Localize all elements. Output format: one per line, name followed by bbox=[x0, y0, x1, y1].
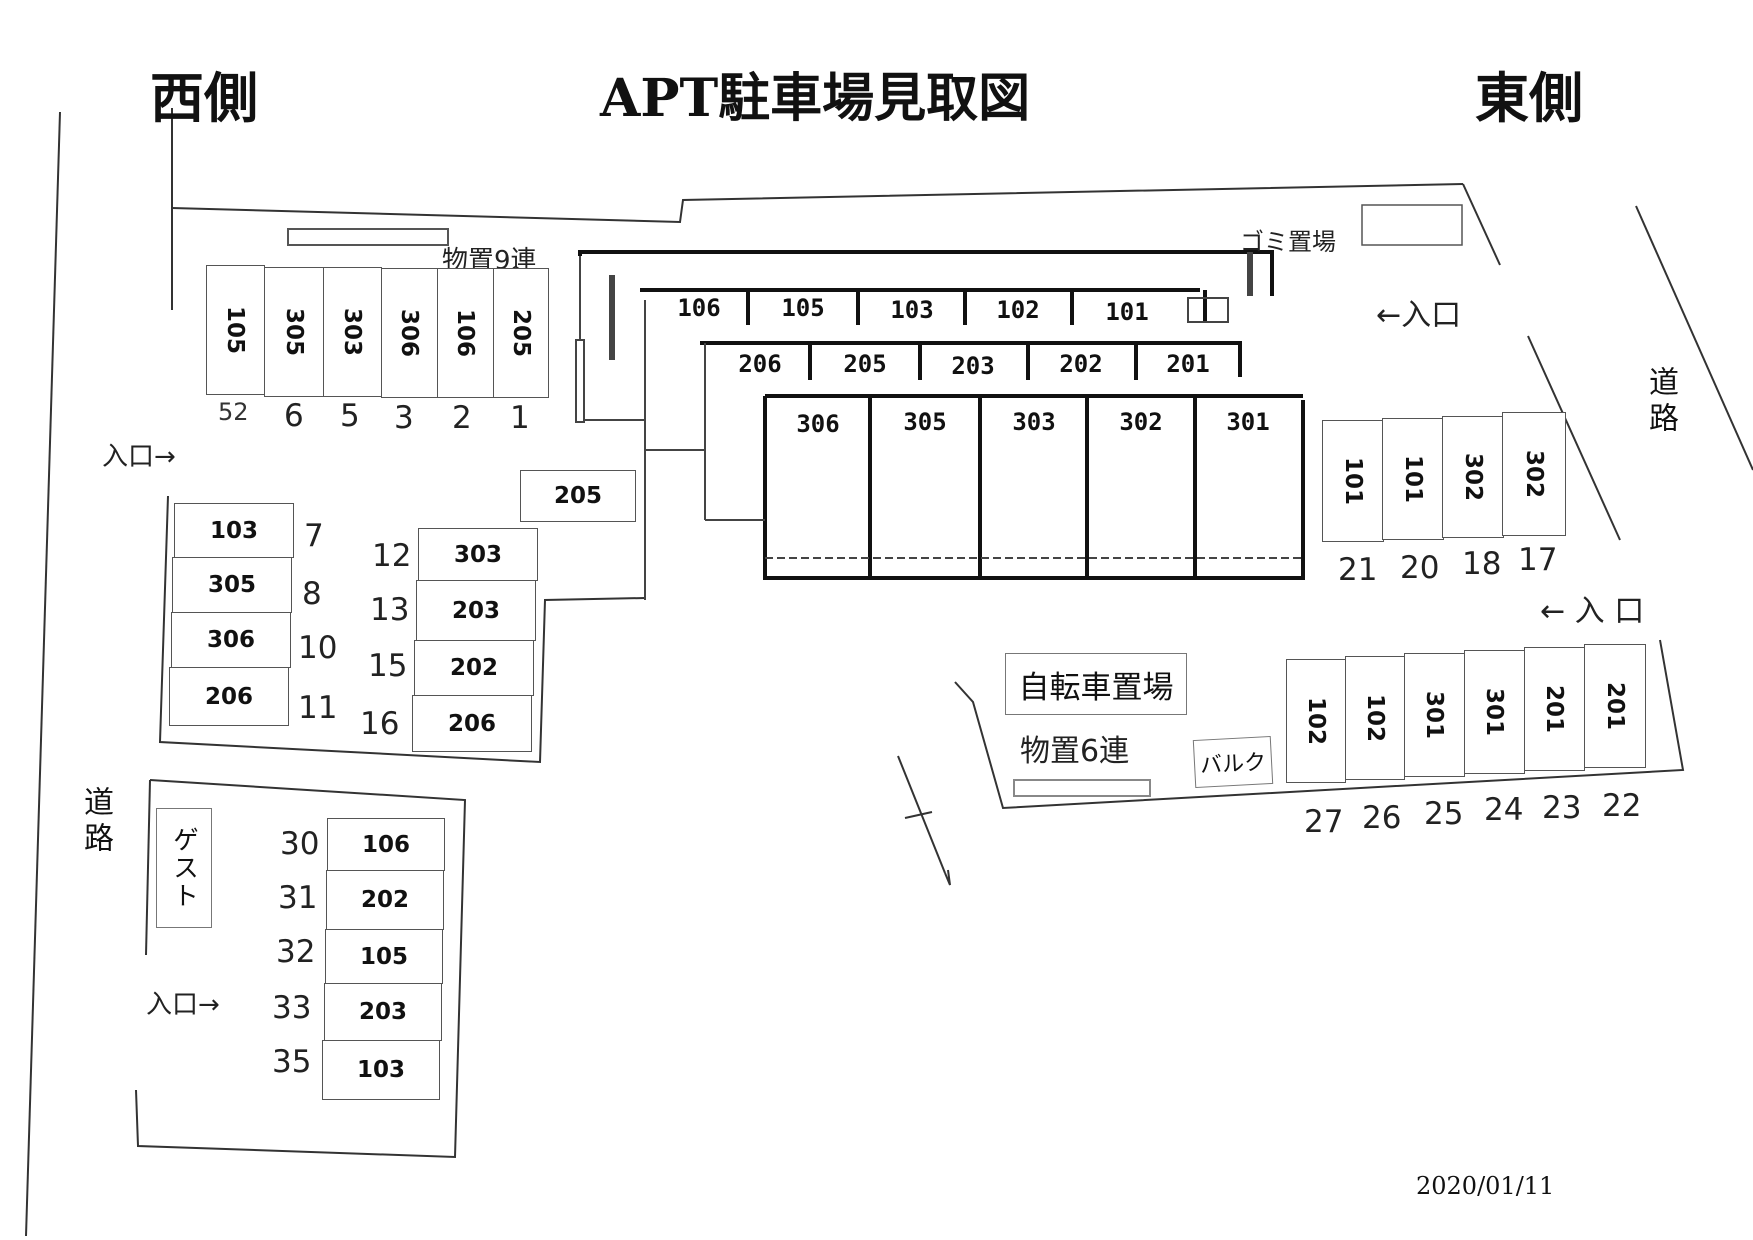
stall-number: 5 bbox=[340, 398, 360, 434]
storage-6-label: 物置6連 bbox=[1020, 734, 1130, 769]
stall-number: 12 bbox=[372, 538, 412, 574]
road-label-east: 道路 bbox=[1643, 366, 1678, 438]
stall-30: 106 bbox=[327, 818, 445, 871]
stall-13: 203 bbox=[416, 580, 536, 641]
stall-24: 301 bbox=[1464, 650, 1525, 774]
stall-number: 8 bbox=[302, 576, 322, 612]
unit-102: 102 bbox=[996, 296, 1040, 324]
unit-203: 203 bbox=[951, 352, 995, 380]
stall-11: 206 bbox=[169, 667, 289, 726]
stall-25: 301 bbox=[1404, 653, 1465, 777]
unit-202: 202 bbox=[1059, 350, 1103, 378]
unit-205: 205 bbox=[843, 350, 887, 378]
bicycle-parking: 自転車置場 bbox=[1005, 653, 1187, 715]
unit-306: 306 bbox=[796, 410, 840, 438]
stall-5: 303 bbox=[323, 267, 382, 397]
stall-number: 24 bbox=[1484, 792, 1524, 828]
balcony-label: バルク bbox=[1199, 750, 1267, 779]
stall-20: 101 bbox=[1382, 418, 1444, 540]
bicycle-parking-label: 自転車置場 bbox=[1018, 669, 1174, 706]
stall-32: 105 bbox=[325, 929, 443, 984]
stall-31: 202 bbox=[326, 870, 444, 930]
stall-number: 2 bbox=[452, 400, 472, 436]
unit-301: 301 bbox=[1226, 408, 1270, 436]
east-side-heading: 東側 bbox=[1475, 66, 1583, 130]
unit-105: 105 bbox=[781, 294, 825, 322]
stall-52: 105 bbox=[206, 265, 265, 395]
stall-35: 103 bbox=[322, 1040, 440, 1100]
stall-number: 30 bbox=[280, 826, 320, 862]
stall-number: 1 bbox=[510, 400, 530, 436]
stall-33: 203 bbox=[324, 983, 442, 1041]
unit-305: 305 bbox=[903, 408, 947, 436]
stall-23: 201 bbox=[1524, 647, 1585, 771]
stall-number: 22 bbox=[1602, 788, 1642, 824]
stall-2: 106 bbox=[437, 268, 494, 398]
stall-17: 302 bbox=[1502, 412, 1566, 536]
stall-1: 205 bbox=[493, 268, 549, 398]
stall-number: 35 bbox=[272, 1044, 312, 1080]
entrance-west-lower: 入口→ bbox=[146, 990, 220, 1020]
unit-201: 201 bbox=[1166, 350, 1210, 378]
entrance-west-upper: 入口→ bbox=[102, 442, 176, 472]
stall-10: 306 bbox=[171, 612, 291, 668]
stall-205-single: 205 bbox=[520, 470, 636, 522]
unit-302: 302 bbox=[1119, 408, 1163, 436]
stall-6: 305 bbox=[264, 267, 324, 397]
stall-number: 10 bbox=[298, 630, 338, 666]
stall-number: 31 bbox=[278, 880, 318, 916]
stall-number: 7 bbox=[304, 518, 324, 554]
date-stamp: 2020/01/11 bbox=[1416, 1172, 1555, 1200]
stall-number: 20 bbox=[1400, 550, 1440, 586]
stall-number: 23 bbox=[1542, 790, 1582, 826]
unit-101: 101 bbox=[1105, 298, 1149, 326]
unit-206: 206 bbox=[738, 350, 782, 378]
stall-16: 206 bbox=[412, 695, 532, 752]
stall-22: 201 bbox=[1584, 644, 1646, 768]
stall-number: 21 bbox=[1338, 552, 1378, 588]
stall-number: 33 bbox=[272, 990, 312, 1026]
west-side-heading: 西側 bbox=[150, 66, 258, 130]
stall-number: 26 bbox=[1362, 800, 1402, 836]
stall-number: 18 bbox=[1462, 546, 1502, 582]
stall-8: 305 bbox=[172, 557, 292, 613]
guest-stall: ゲスト bbox=[156, 808, 212, 928]
stall-18: 302 bbox=[1442, 416, 1504, 538]
stall-21: 101 bbox=[1322, 420, 1384, 542]
stall-7: 103 bbox=[174, 503, 294, 558]
unit-303: 303 bbox=[1012, 408, 1056, 436]
entrance-north-east: ←入口 bbox=[1376, 298, 1462, 333]
road-label-west: 道路 bbox=[78, 786, 113, 858]
stall-12: 303 bbox=[418, 528, 538, 581]
stall-number: 32 bbox=[276, 934, 316, 970]
stall-number: 11 bbox=[298, 690, 338, 726]
stall-number: 3 bbox=[394, 400, 414, 436]
trash-area-label: ゴミ置場 bbox=[1240, 228, 1336, 256]
stall-number: 6 bbox=[284, 398, 304, 434]
page-title: APT駐車場見取図 bbox=[600, 68, 1031, 129]
stall-number: 27 bbox=[1304, 804, 1344, 840]
stall-3: 306 bbox=[381, 268, 438, 398]
stall-27: 102 bbox=[1286, 659, 1346, 783]
unit-106: 106 bbox=[677, 294, 721, 322]
stall-15: 202 bbox=[414, 640, 534, 696]
stall-number: 25 bbox=[1424, 796, 1464, 832]
balcony-box: バルク bbox=[1192, 735, 1274, 789]
stall-26: 102 bbox=[1345, 656, 1405, 780]
stall-number: 16 bbox=[360, 706, 400, 742]
stall-number: 17 bbox=[1518, 542, 1558, 578]
unit-103: 103 bbox=[890, 296, 934, 324]
guest-label: ゲスト bbox=[168, 826, 199, 910]
stall-number: 15 bbox=[368, 648, 408, 684]
stall-number: 13 bbox=[370, 592, 410, 628]
stall-number: 52 bbox=[218, 398, 249, 426]
entrance-east-lower: ← 入 口 bbox=[1540, 594, 1645, 629]
